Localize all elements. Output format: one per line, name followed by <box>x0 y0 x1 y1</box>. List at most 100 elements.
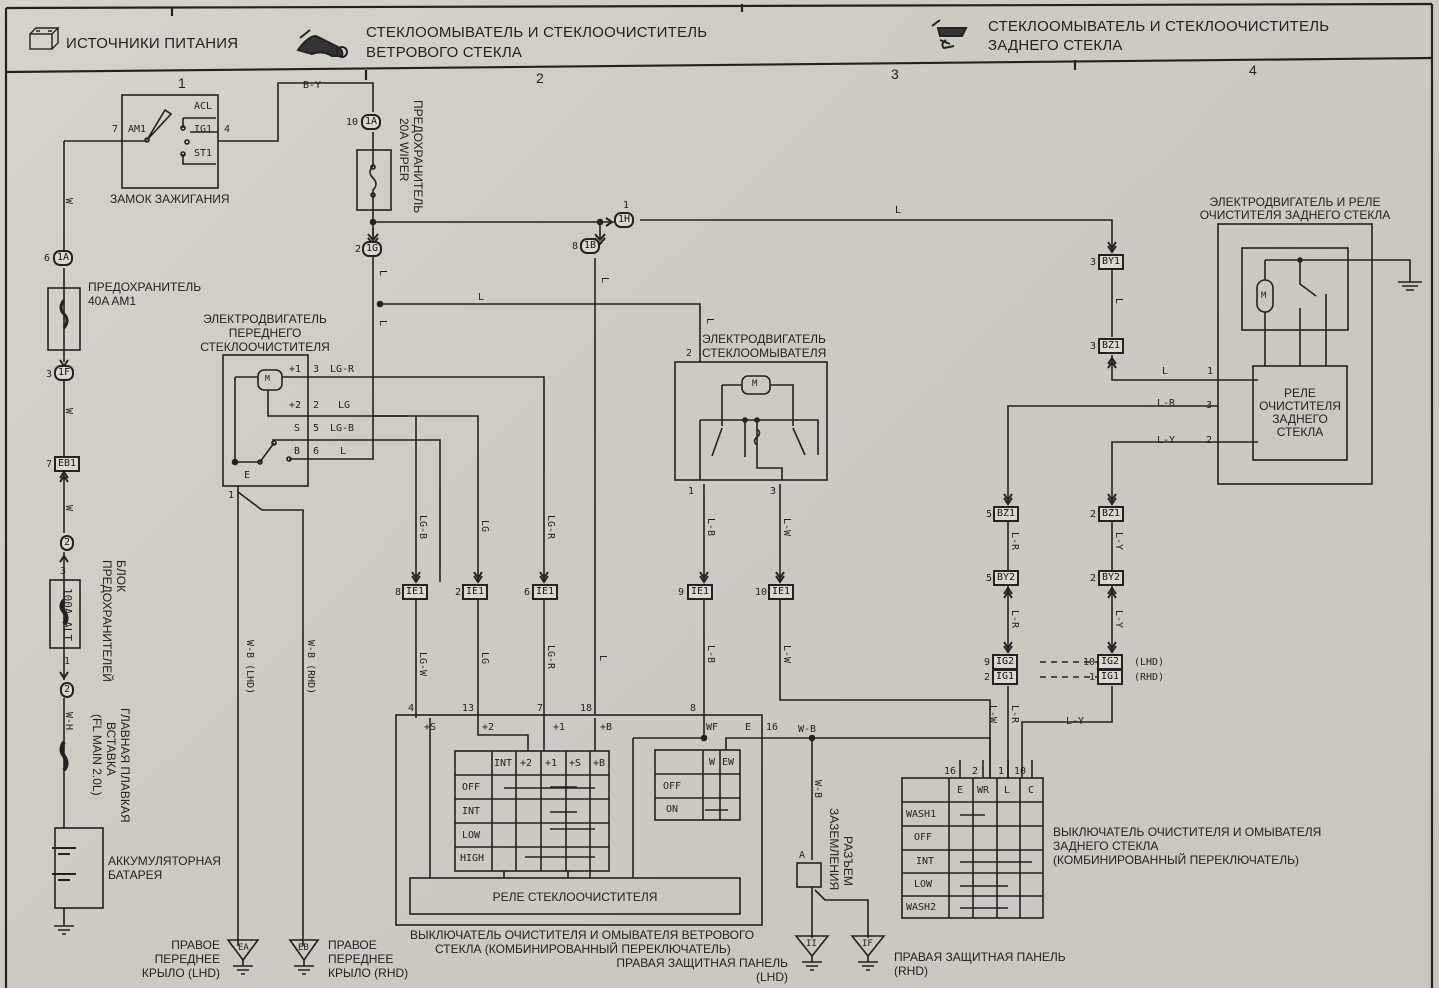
pin-letter: A <box>799 850 806 861</box>
wire-color: L <box>1162 366 1169 377</box>
pin-number: 2 <box>313 400 320 411</box>
wire-color: L <box>895 205 902 216</box>
pin-number: 1 <box>228 490 235 501</box>
rear-switch-label-line2: ЗАДНЕГО СТЕКЛА <box>1053 839 1159 853</box>
terminal-ig1: IG1 <box>194 124 213 135</box>
fuse-block-label-line1: БЛОК <box>114 560 128 593</box>
connector-ie1: IE1 <box>462 584 489 600</box>
pin-number: 16 <box>944 766 957 777</box>
wire-color: LG-R <box>330 364 355 375</box>
wire-color: L-R <box>1157 398 1176 409</box>
fuse-block-label-line2: ПРЕДОХРАНИТЕЛЕЙ <box>100 560 114 682</box>
pin-number: 3 <box>313 364 320 375</box>
ground-ea-label-line2: ПЕРЕДНЕЕ <box>154 952 220 966</box>
wire-color: L-Y <box>1066 716 1085 727</box>
connector-ie1: IE1 <box>768 584 795 600</box>
ground-if-label-line1: ПРАВАЯ ЗАЩИТНАЯ ПАНЕЛЬ <box>894 950 1066 964</box>
front-switch-label-line2: СТЕКЛА (КОМБИНИРОВАННЫЙ ПЕРЕКЛЮЧАТЕЛЬ) <box>435 942 731 956</box>
wire-color: LG <box>338 400 351 411</box>
ground-ii-label-line1: ПРАВАЯ ЗАЩИТНАЯ ПАНЕЛЬ <box>616 956 788 970</box>
rear-motor-relay-label-line1: ЭЛЕКТРОДВИГАТЕЛЬ И РЕЛЕ <box>1209 195 1381 209</box>
terminal-plus1: +1 <box>289 364 302 375</box>
front-wiper-motor-label-line3: СТЕКЛООЧИСТИТЕЛЯ <box>200 340 330 354</box>
ground-id-eb: EB <box>298 943 309 953</box>
ignition-switch-label: ЗАМОК ЗАЖИГАНИЯ <box>110 192 230 206</box>
ignition-switch <box>64 82 374 189</box>
connector-ie1: IE1 <box>402 584 429 600</box>
wire-color: L <box>377 270 388 277</box>
pin-number: 5 <box>313 423 320 434</box>
front-wiper-motor <box>222 228 701 946</box>
pin-number: 2 <box>355 244 362 255</box>
rear-relay-label-line4: СТЕКЛА <box>1276 425 1324 439</box>
terminal: +2 <box>482 722 495 733</box>
wire-color: W <box>63 198 74 205</box>
table-row-label: ON <box>666 804 679 815</box>
wire-color: L-W <box>781 645 792 664</box>
table-header: E <box>957 785 964 796</box>
column-number: 3 <box>891 66 899 82</box>
table-header: +1 <box>545 758 558 769</box>
connector-bz1: BZ1 <box>1098 506 1125 522</box>
wire-color: LG <box>479 652 490 665</box>
table-row-label: OFF <box>663 781 682 792</box>
wire-color: L <box>704 318 715 325</box>
connector-1a: 1A <box>361 114 382 130</box>
rear-relay-label-line3: ЗАДНЕГО <box>1272 412 1328 426</box>
ground-eb-label-line3: КРЫЛО (RHD) <box>328 966 409 980</box>
wire-color: L <box>340 446 347 457</box>
terminal: +B <box>600 722 613 733</box>
table-header: C <box>1028 785 1035 796</box>
pin-number: 7 <box>46 459 53 470</box>
ground-ii-label-line2: (LHD) <box>756 970 788 984</box>
pin-number: 2 <box>455 587 462 598</box>
table-header: +2 <box>520 758 533 769</box>
wire-color: W-B <box>812 780 823 799</box>
pin-number: 7 <box>112 124 119 135</box>
wire-color: LG <box>479 520 490 533</box>
connector-bz1: BZ1 <box>1098 338 1125 354</box>
pin-number: 3 <box>60 566 67 577</box>
wire-color: L-W <box>987 705 998 724</box>
table-header: WR <box>977 785 990 796</box>
connector-1a: 1A <box>53 250 74 266</box>
motor-symbol: M <box>265 374 270 383</box>
pin-number: 9 <box>678 587 685 598</box>
washer-motor-label-line2: СТЕКЛООМЫВАТЕЛЯ <box>702 346 827 360</box>
wire-color: W-B (RHD) <box>305 640 316 695</box>
connector-1h: 1H <box>614 212 635 228</box>
wire-color: W-B <box>798 724 817 735</box>
battery-label-line2: БАТАРЕЯ <box>108 868 163 882</box>
pin-number: 3 <box>770 486 777 497</box>
washer-motor <box>674 361 828 481</box>
pin-number: 8 <box>395 587 402 598</box>
wire-color: L <box>1113 298 1124 305</box>
pin-number: 2 <box>1090 509 1097 520</box>
wire-color: W-H <box>63 712 74 731</box>
motor-symbol: M <box>752 379 758 389</box>
pin-number: 3 <box>1090 341 1097 352</box>
connector-ig1: IG1 <box>992 669 1019 685</box>
pin-number: 16 <box>766 722 779 733</box>
header-power-sources: ИСТОЧНИКИ ПИТАНИЯ <box>66 35 239 52</box>
table-row-label: INT <box>916 856 935 867</box>
terminal-acl: ACL <box>194 101 213 112</box>
ground-symbols <box>226 935 886 975</box>
pin-number: 3 <box>1206 400 1213 411</box>
washer-motor-label-line1: ЭЛЕКТРОДВИГАТЕЛЬ <box>702 332 826 346</box>
pin-number: 3 <box>46 369 53 380</box>
pin-number: 6 <box>313 446 320 457</box>
wire-color: LG-B <box>417 515 428 540</box>
ground-eb-label-line2: ПЕРЕДНЕЕ <box>328 952 394 966</box>
wire-color: L <box>478 292 485 303</box>
connector-by2: BY2 <box>1098 570 1125 586</box>
pin-number: 5 <box>986 509 993 520</box>
table-row-label: WASH1 <box>906 809 937 820</box>
connector-ig2: IG2 <box>1097 654 1124 670</box>
ground-ea-label-line1: ПРАВОЕ <box>171 938 220 952</box>
terminal: +S <box>424 722 437 733</box>
ground-connector-label-line1: РАЗЪЕМ <box>841 836 855 886</box>
fusible-link-label-line3: (FL MAIN 2.0L) <box>90 714 104 796</box>
pin-number: 1 <box>623 200 630 211</box>
pin-number: 9 <box>984 657 991 668</box>
